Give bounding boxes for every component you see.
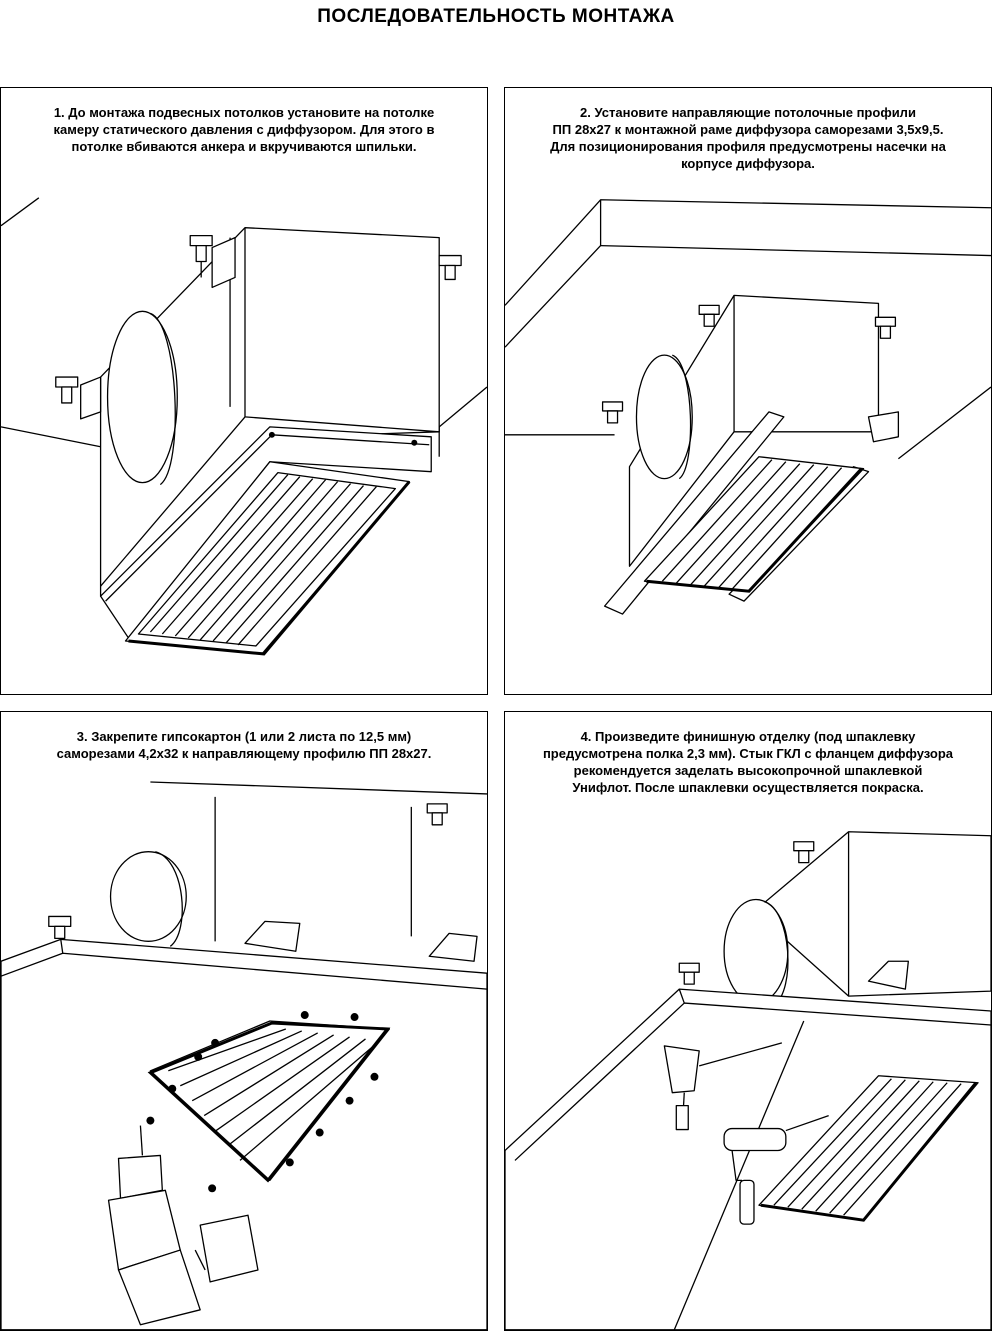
spatula-icon bbox=[663, 1042, 783, 1131]
step-1-line-2: камеру статического давления с диффузоро… bbox=[53, 122, 435, 137]
step-4-line-3: рекомендуется заделать высокопрочной шпа… bbox=[573, 763, 923, 778]
paint-roller-icon bbox=[723, 1114, 829, 1225]
step-3-panel: 3. Закрепите гипсокартон (1 или 2 листа … bbox=[0, 711, 488, 1331]
page-title: ПОСЛЕДОВАТЕЛЬНОСТЬ МОНТАЖА bbox=[317, 6, 675, 27]
step-3-line-2: саморезами 4,2х32 к направляющему профил… bbox=[56, 746, 432, 761]
anchor-stud-icon bbox=[55, 234, 462, 420]
anchor-stud-icon bbox=[48, 803, 448, 939]
step-1-panel: 1. До монтажа подвесных потолков установ… bbox=[0, 87, 488, 695]
step-2-line-3: Для позиционирования профиля предусмотре… bbox=[550, 139, 946, 154]
step-3-line-1: 3. Закрепите гипсокартон (1 или 2 листа … bbox=[76, 729, 412, 744]
anchor-stud-icon bbox=[601, 304, 897, 424]
step-4-panel: 4. Произведите финишную отделку (под шпа… bbox=[504, 711, 992, 1331]
step-2-caption: 2. Установите направляющие потолочные пр… bbox=[515, 104, 981, 172]
step-3-illustration bbox=[1, 781, 487, 1330]
step-1-caption: 1. До монтажа подвесных потолков установ… bbox=[11, 104, 477, 155]
step-2-panel: 2. Установите направляющие потолочные пр… bbox=[504, 87, 992, 695]
step-4-line-2: предусмотрена полка 2,3 мм). Стык ГКЛ с … bbox=[542, 746, 954, 761]
step-4-line-1: 4. Произведите финишную отделку (под шпа… bbox=[580, 729, 916, 744]
anchor-stud-icon bbox=[678, 841, 815, 985]
step-2-illustration bbox=[505, 199, 991, 615]
step-1-illustration bbox=[1, 197, 487, 656]
step-2-line-4: корпусе диффузора. bbox=[681, 156, 815, 171]
step-4-illustration bbox=[505, 831, 991, 1330]
step-2-line-2: ПП 28х27 к монтажной раме диффузора само… bbox=[552, 122, 944, 137]
step-3-caption: 3. Закрепите гипсокартон (1 или 2 листа … bbox=[11, 728, 477, 762]
step-1-line-3: потолке вбиваются анкера и вкручиваются … bbox=[71, 139, 417, 154]
step-4-caption: 4. Произведите финишную отделку (под шпа… bbox=[515, 728, 981, 796]
step-1-line-1: 1. До монтажа подвесных потолков установ… bbox=[53, 105, 435, 120]
drill-icon bbox=[107, 1125, 259, 1326]
step-2-line-1: 2. Установите направляющие потолочные пр… bbox=[580, 105, 916, 120]
step-4-line-4: Унифлот. После шпаклевки осуществляется … bbox=[572, 780, 924, 795]
